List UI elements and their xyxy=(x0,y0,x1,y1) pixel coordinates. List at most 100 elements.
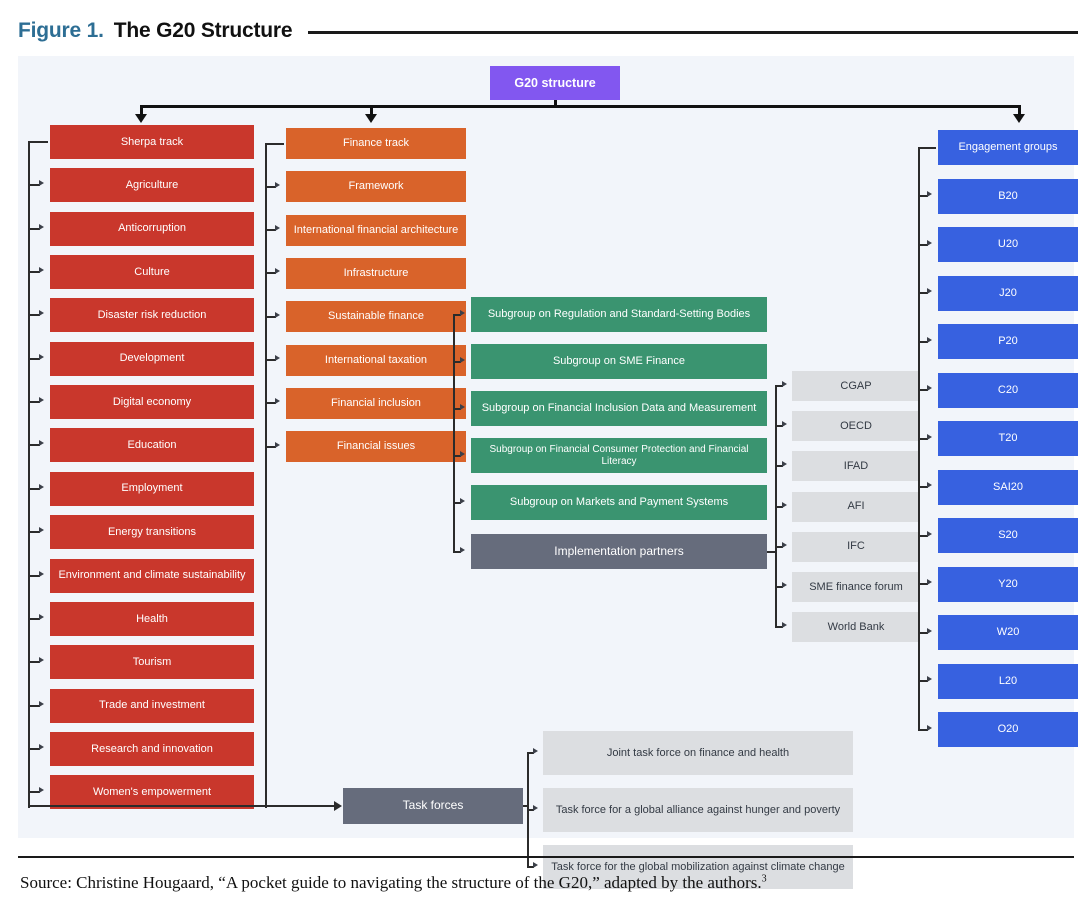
arrowhead-right xyxy=(782,622,787,629)
arrowhead-right xyxy=(782,421,787,428)
node-partner-1[interactable]: OECD xyxy=(792,411,920,442)
node-partner-0[interactable]: CGAP xyxy=(792,371,920,401)
arrowhead-right xyxy=(460,309,465,316)
node-sherpa-9[interactable]: Energy transitions xyxy=(50,515,254,550)
arrowhead-right xyxy=(782,541,787,548)
node-task-force-1[interactable]: Task force for a global alliance against… xyxy=(543,788,853,832)
connector-horizontal xyxy=(28,805,335,807)
node-engagement-6[interactable]: T20 xyxy=(938,421,1078,456)
node-task-force-2[interactable]: Task force for the global mobilization a… xyxy=(543,845,853,889)
node-task-force-0[interactable]: Joint task force on finance and health xyxy=(543,731,853,775)
source-rule xyxy=(18,856,1074,858)
arrowhead-right xyxy=(460,450,465,457)
arrowhead-right xyxy=(533,805,538,811)
node-sherpa-6[interactable]: Digital economy xyxy=(50,385,254,420)
connector-horizontal xyxy=(265,359,276,361)
connector-horizontal xyxy=(28,487,40,490)
node-engagement-10[interactable]: W20 xyxy=(938,615,1078,650)
node-sherpa-15[interactable]: Women's empowerment xyxy=(50,775,254,810)
node-g20-structure[interactable]: G20 structure xyxy=(490,66,620,100)
connector-horizontal xyxy=(775,465,783,468)
connector-horizontal xyxy=(28,141,48,143)
node-sherpa-8[interactable]: Employment xyxy=(50,471,254,506)
node-subgroup-0[interactable]: Subgroup on Regulation and Standard-Sett… xyxy=(471,297,767,332)
node-sherpa-5[interactable]: Development xyxy=(50,341,254,376)
connector-horizontal xyxy=(918,437,928,440)
connector-horizontal xyxy=(918,631,928,634)
connector-vertical xyxy=(265,142,267,448)
node-engagement-7[interactable]: SAI20 xyxy=(938,469,1078,505)
node-finance-3[interactable]: Infrastructure xyxy=(286,257,466,289)
node-subgroup-1[interactable]: Subgroup on SME Finance xyxy=(471,344,767,379)
node-engagement-1[interactable]: B20 xyxy=(938,178,1078,214)
node-task-forces[interactable]: Task forces xyxy=(343,788,523,824)
title-rule xyxy=(308,31,1078,34)
connector-vertical xyxy=(265,446,267,808)
node-subgroup-3[interactable]: Subgroup on Financial Consumer Protectio… xyxy=(471,438,767,473)
connector-vertical xyxy=(453,313,455,553)
arrowhead-right xyxy=(460,497,465,504)
node-engagement-4[interactable]: P20 xyxy=(938,324,1078,359)
node-sherpa-2[interactable]: Anticorruption xyxy=(50,211,254,246)
node-finance-1[interactable]: Framework xyxy=(286,171,466,203)
arrowhead-right xyxy=(275,441,280,448)
connector-horizontal xyxy=(265,229,276,232)
node-sherpa-0[interactable]: Sherpa track xyxy=(50,125,254,159)
node-finance-2[interactable]: International financial architecture xyxy=(286,214,466,246)
node-engagement-3[interactable]: J20 xyxy=(938,275,1078,311)
arrowhead-right xyxy=(533,862,538,868)
node-subgroup-2[interactable]: Subgroup on Financial Inclusion Data and… xyxy=(471,391,767,426)
arrowhead-right xyxy=(39,483,44,490)
connector-horizontal xyxy=(918,243,928,246)
node-sherpa-10[interactable]: Environment and climate sustainability xyxy=(50,558,254,593)
node-engagement-8[interactable]: S20 xyxy=(938,518,1078,553)
connector-horizontal xyxy=(28,791,40,794)
node-partner-4[interactable]: IFC xyxy=(792,531,920,562)
node-engagement-0[interactable]: Engagement groups xyxy=(938,130,1078,165)
node-engagement-2[interactable]: U20 xyxy=(938,227,1078,262)
arrowhead-right xyxy=(39,787,44,794)
connector-horizontal xyxy=(28,531,40,534)
arrowhead-right xyxy=(782,461,787,468)
node-engagement-5[interactable]: C20 xyxy=(938,372,1078,408)
connector-horizontal xyxy=(28,704,40,707)
node-engagement-9[interactable]: Y20 xyxy=(938,566,1078,602)
connector-horizontal xyxy=(28,227,40,230)
arrowhead-right xyxy=(39,570,44,577)
node-sherpa-13[interactable]: Trade and investment xyxy=(50,688,254,723)
connector-horizontal xyxy=(265,272,276,275)
node-sherpa-12[interactable]: Tourism xyxy=(50,645,254,680)
arrowhead-right xyxy=(927,627,932,634)
node-sherpa-1[interactable]: Agriculture xyxy=(50,168,254,203)
source-text: Source: Christine Hougaard, “A pocket gu… xyxy=(20,873,762,892)
node-finance-6[interactable]: Financial inclusion xyxy=(286,387,466,419)
node-finance-7[interactable]: Financial issues xyxy=(286,431,466,463)
node-engagement-12[interactable]: O20 xyxy=(938,712,1078,747)
connector-horizontal xyxy=(527,809,534,811)
connector-horizontal xyxy=(453,454,461,457)
node-sherpa-14[interactable]: Research and innovation xyxy=(50,731,254,766)
node-finance-4[interactable]: Sustainable finance xyxy=(286,301,466,333)
node-sherpa-4[interactable]: Disaster risk reduction xyxy=(50,298,254,333)
bus-drop xyxy=(369,105,373,115)
node-finance-5[interactable]: International taxation xyxy=(286,344,466,376)
node-partner-6[interactable]: World Bank xyxy=(792,612,920,643)
node-engagement-11[interactable]: L20 xyxy=(938,663,1078,699)
node-subgroup-4[interactable]: Subgroup on Markets and Payment Systems xyxy=(471,485,767,520)
node-sherpa-3[interactable]: Culture xyxy=(50,255,254,290)
node-sherpa-11[interactable]: Health xyxy=(50,601,254,636)
connector-horizontal xyxy=(28,357,40,360)
connector-horizontal xyxy=(28,444,40,447)
arrowhead-right xyxy=(927,724,932,731)
node-implementation-partners[interactable]: Implementation partners xyxy=(471,534,767,569)
node-finance-0[interactable]: Finance track xyxy=(286,128,466,159)
node-partner-3[interactable]: AFI xyxy=(792,491,920,522)
node-partner-2[interactable]: IFAD xyxy=(792,451,920,482)
connector-horizontal xyxy=(527,752,534,754)
arrowhead-right xyxy=(460,403,465,410)
node-sherpa-7[interactable]: Education xyxy=(50,428,254,463)
node-partner-5[interactable]: SME finance forum xyxy=(792,572,920,602)
top-bus-line xyxy=(141,105,1019,108)
connector-horizontal xyxy=(775,586,783,588)
